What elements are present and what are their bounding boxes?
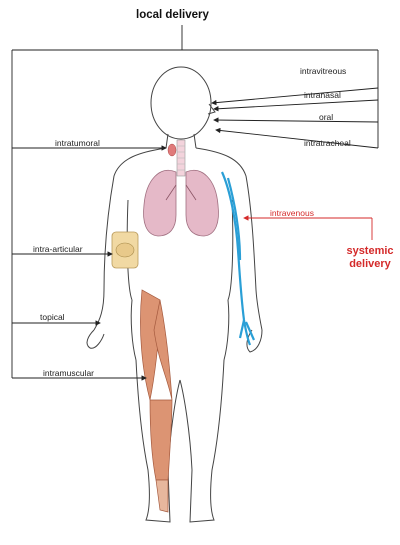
label-oral: oral bbox=[319, 112, 333, 122]
label-intra-articular: intra-articular bbox=[33, 244, 83, 254]
systemic-label-line2: delivery bbox=[340, 258, 400, 271]
human-body-outline bbox=[87, 67, 262, 522]
label-intratracheal: intratracheal bbox=[304, 138, 351, 148]
lungs bbox=[144, 170, 219, 236]
label-intravitreous: intravitreous bbox=[300, 66, 346, 76]
systemic-delivery-label: systemic delivery bbox=[340, 245, 400, 271]
label-topical: topical bbox=[40, 312, 65, 322]
systemic-bracket bbox=[244, 218, 372, 240]
label-intratumoral: intratumoral bbox=[55, 138, 100, 148]
label-intravenous: intravenous bbox=[270, 208, 314, 218]
label-intranasal: intranasal bbox=[304, 90, 341, 100]
leg-muscles bbox=[140, 290, 172, 512]
knee-joint bbox=[112, 232, 138, 268]
local-delivery-title: local delivery bbox=[136, 9, 209, 21]
systemic-label-line1: systemic bbox=[340, 245, 400, 258]
label-intramuscular: intramuscular bbox=[43, 368, 94, 378]
